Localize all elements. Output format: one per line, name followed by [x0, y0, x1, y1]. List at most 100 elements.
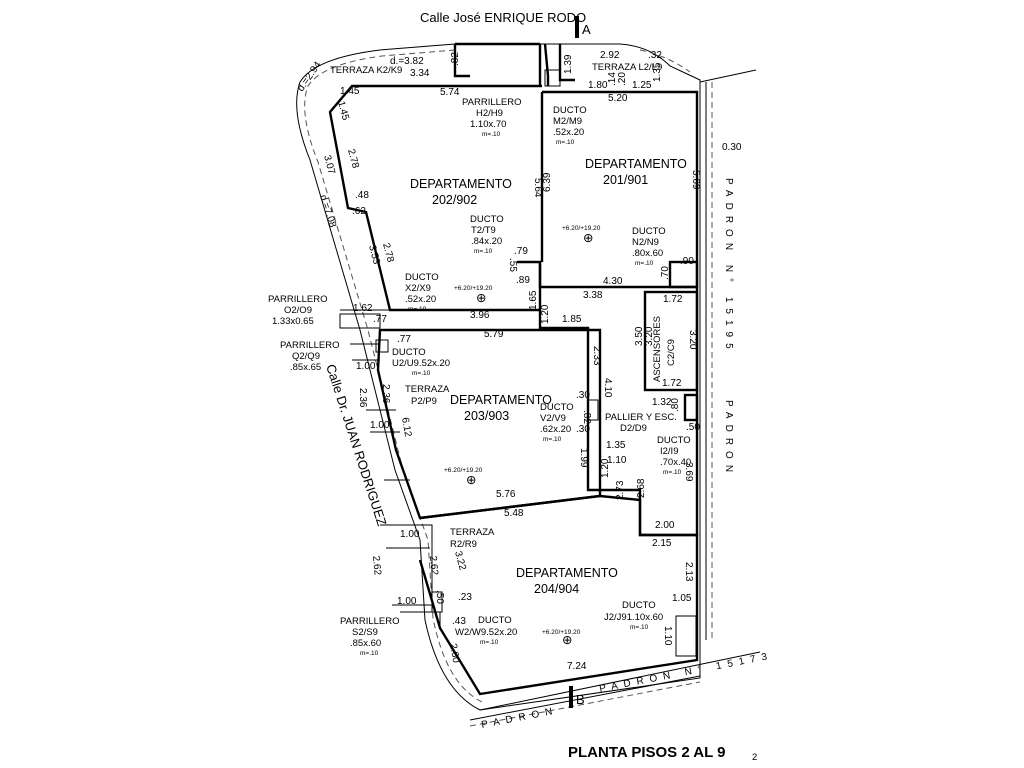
- dim: 1.85: [562, 314, 582, 325]
- svg-text:M2/M9: M2/M9: [553, 116, 582, 127]
- svg-text:203/903: 203/903: [464, 409, 509, 423]
- terrace-railing-outline: [296, 43, 701, 711]
- terrace-r-label: TERRAZA R2/R9: [450, 527, 495, 550]
- svg-text:I2/I9: I2/I9: [660, 446, 679, 457]
- padron-right: PADRON N° 15195: [723, 178, 734, 355]
- svg-text:1.33x0.65: 1.33x0.65: [272, 316, 314, 327]
- property-line-topright: [699, 69, 757, 83]
- dim: .77: [397, 334, 411, 345]
- svg-text:.85x.60: .85x.60: [350, 638, 381, 649]
- dim: 1.00: [400, 529, 420, 540]
- svg-text:m=.10: m=.10: [635, 260, 654, 267]
- dim: d.=7.08: [317, 194, 338, 230]
- dim: d.=2.94: [295, 59, 324, 93]
- dim: 1.00: [397, 596, 417, 607]
- dim: 1.20: [600, 458, 611, 478]
- apt-202-label: DEPARTAMENTO 202/902 +6.20/+19.20 ⊕: [410, 177, 512, 305]
- duct-m-label: DUCTO M2/M9 .52x.20 m=.10: [553, 105, 587, 146]
- dim: 4.30: [603, 276, 623, 287]
- pallier-label: PALLIER Y ESC. D2/D9: [605, 412, 677, 434]
- dim: 2.00: [655, 520, 675, 531]
- svg-text:D2/D9: D2/D9: [620, 423, 647, 434]
- dim: 6.12: [399, 417, 413, 439]
- dim: 7.24: [567, 661, 587, 672]
- dim: 1.39: [563, 54, 574, 74]
- svg-text:PARRILLERO: PARRILLERO: [280, 340, 339, 351]
- svg-text:m=.10: m=.10: [482, 131, 501, 138]
- dim: 1.10: [607, 455, 627, 466]
- dim: .50: [686, 422, 700, 433]
- svg-text:S2/S9: S2/S9: [352, 627, 378, 638]
- dim: 1.65: [528, 290, 539, 310]
- padron-bottom-left: PADRON: [480, 705, 559, 731]
- dim: 1.99: [578, 448, 589, 468]
- terrace-p-label: TERRAZA P2/P9: [405, 384, 450, 407]
- street-left: Calle Dr. JUAN RODRIGUEZ: [323, 362, 390, 527]
- parrillero-h-label: PARRILLERO H2/H9 1.10x.70 m=.10: [462, 97, 521, 138]
- section-mark-a: A: [575, 16, 591, 38]
- svg-text:TERRAZA: TERRAZA: [450, 527, 495, 538]
- dim: 5.79: [484, 329, 504, 340]
- dim: 1.10: [662, 626, 673, 646]
- ascensores-code: C2/C9: [666, 339, 677, 366]
- dim: 2.60: [447, 643, 461, 665]
- dim: 1.35: [652, 62, 663, 82]
- street-top: Calle José ENRIQUE RODO: [420, 10, 586, 25]
- svg-text:DUCTO: DUCTO: [553, 105, 587, 116]
- duct-v-label: DUCTO V2/V9 .62x.20 m=.10: [540, 402, 574, 443]
- dim: 5.64: [532, 178, 543, 198]
- dim: 3.07: [321, 154, 337, 176]
- svg-text:DUCTO: DUCTO: [632, 226, 666, 237]
- svg-text:.80x.60: .80x.60: [632, 248, 663, 259]
- section-a-label: A: [582, 22, 591, 37]
- parrillero-q-label: PARRILLERO Q2/Q9 .85x.65: [280, 340, 339, 373]
- svg-text:m=.10: m=.10: [480, 639, 499, 646]
- dim: 2.92: [600, 50, 620, 61]
- parrillero-o-label: PARRILLERO O2/O9 1.33x0.65: [268, 294, 327, 327]
- svg-text:m=.10: m=.10: [360, 650, 379, 657]
- section-mark-b: B: [569, 686, 585, 708]
- svg-text:.52x.20: .52x.20: [405, 294, 436, 305]
- dim: 1.20: [540, 304, 551, 324]
- svg-text:V2/V9: V2/V9: [540, 413, 566, 424]
- terrace-k-label: TERRAZA K2/K9: [330, 65, 402, 76]
- dim: .77: [373, 314, 387, 325]
- dim: 3.38: [583, 290, 603, 301]
- dim: .50: [434, 590, 445, 604]
- dim: .20: [617, 72, 628, 86]
- dim: 5.20: [608, 93, 628, 104]
- duct-x-label: DUCTO X2/X9 .52x.20 m=.10: [405, 272, 439, 313]
- dim: 0.30: [722, 142, 742, 153]
- duct-j-label: DUCTO J2/J91.10x.60 m=.10: [604, 600, 663, 631]
- svg-text:DUCTO: DUCTO: [622, 600, 656, 611]
- dim: 2.36: [380, 384, 391, 404]
- svg-text:m=.10: m=.10: [412, 370, 431, 377]
- svg-text:H2/H9: H2/H9: [476, 108, 503, 119]
- property-line-bottom-dash: [469, 681, 701, 727]
- parrillero-o-box: [339, 313, 381, 329]
- svg-text:+6.20/+19.20: +6.20/+19.20: [562, 225, 601, 232]
- dim: 1.72: [663, 294, 683, 305]
- duct-v-box: [587, 399, 599, 421]
- plan-title: PLANTA PISOS 2 AL 9: [568, 744, 726, 761]
- duct-w-box: [431, 591, 443, 613]
- svg-text:.84x.20: .84x.20: [471, 236, 502, 247]
- padron-bottom: PADRON N° 15173: [598, 650, 773, 695]
- dim: 3.53: [366, 244, 382, 266]
- dim: 5.74: [440, 87, 460, 98]
- svg-text:W2/W9.52x.20: W2/W9.52x.20: [455, 627, 517, 638]
- svg-text:DEPARTAMENTO: DEPARTAMENTO: [516, 566, 618, 580]
- dim: 5.48: [504, 508, 524, 519]
- balcony-o-q: [340, 309, 410, 481]
- svg-text:TERRAZA: TERRAZA: [405, 384, 450, 395]
- dim: .90: [680, 256, 694, 267]
- svg-text:DEPARTAMENTO: DEPARTAMENTO: [585, 157, 687, 171]
- svg-text:.85x.65: .85x.65: [290, 362, 321, 373]
- svg-text:DEPARTAMENTO: DEPARTAMENTO: [450, 393, 552, 407]
- svg-text:T2/T9: T2/T9: [471, 225, 496, 236]
- dim: 1.62: [353, 303, 373, 314]
- dim: 1.25: [632, 80, 652, 91]
- dim: 6.39: [542, 172, 553, 192]
- dim: .89: [516, 275, 530, 286]
